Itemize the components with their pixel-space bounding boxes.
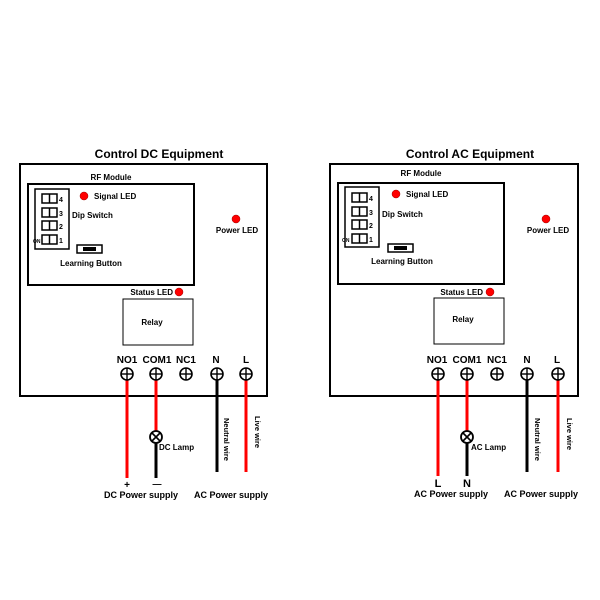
learning-button[interactable] [387, 243, 414, 253]
panel-title: Control AC Equipment [406, 147, 534, 161]
terminal-screw-no1[interactable] [120, 367, 134, 381]
terminal-screw-n[interactable] [210, 367, 224, 381]
terminal-screw-l[interactable] [551, 367, 565, 381]
terminal-label-n: N [523, 355, 530, 366]
dip-number-2: 2 [59, 224, 63, 231]
dip-switch-label: Dip Switch [72, 211, 113, 220]
dip-switch-4[interactable] [41, 193, 58, 204]
rf-module-label: RF Module [91, 173, 132, 182]
dip-switch-label: Dip Switch [382, 210, 423, 219]
terminal-screw-l[interactable] [239, 367, 253, 381]
dip-switch-1[interactable] [41, 234, 58, 245]
power-led-icon [231, 214, 241, 224]
terminal-label-nc1: NC1 [176, 355, 196, 366]
terminal-screw-nc1[interactable] [179, 367, 193, 381]
lamp-icon [460, 430, 474, 444]
wire-end-label-2: — [153, 479, 162, 489]
lamp-label: DC Lamp [159, 443, 194, 452]
dip-on-label: ON [33, 239, 41, 245]
dip-switch-frame [344, 186, 380, 248]
terminal-screw-com1[interactable] [149, 367, 163, 381]
power-led-label: Power LED [527, 226, 569, 235]
wire-end-label-1: L [435, 478, 442, 490]
dip-number-2: 2 [369, 223, 373, 230]
panel-title: Control DC Equipment [95, 147, 224, 161]
dip-switch-1[interactable] [351, 233, 368, 244]
learning-button-label: Learning Button [371, 257, 433, 266]
relay-label: Relay [141, 318, 163, 327]
terminal-label-l: L [554, 355, 560, 366]
terminal-screw-no1[interactable] [431, 367, 445, 381]
status-led-label: Status LED [440, 288, 483, 297]
terminal-label-no1: NO1 [427, 355, 448, 366]
dip-switch-2[interactable] [41, 220, 58, 231]
rf-module-box [27, 183, 195, 286]
lamp-icon [149, 430, 163, 444]
dip-on-label: ON [342, 238, 350, 244]
wire-end-label-1: + [124, 480, 130, 491]
dip-switch-2[interactable] [351, 219, 368, 230]
signal-led-icon [79, 191, 89, 201]
right-supply-label: AC Power supply [194, 490, 268, 500]
learning-button[interactable] [76, 244, 103, 254]
status-led-icon [485, 287, 495, 297]
dip-number-1: 1 [59, 238, 63, 245]
relay-label: Relay [452, 315, 474, 324]
dip-switch-4[interactable] [351, 192, 368, 203]
panel-ac: Control AC Equipment RF Module 4 3 2 1 O… [329, 147, 579, 499]
signal-led-icon [391, 189, 401, 199]
dip-switch-frame [34, 188, 70, 250]
dip-number-4: 4 [59, 197, 63, 204]
terminal-screw-n[interactable] [520, 367, 534, 381]
rf-module-label: RF Module [401, 169, 442, 178]
power-led-label: Power LED [216, 226, 258, 235]
dip-number-3: 3 [59, 211, 63, 218]
terminal-screw-com1[interactable] [460, 367, 474, 381]
dip-number-1: 1 [369, 237, 373, 244]
dip-switch-3[interactable] [41, 207, 58, 218]
dip-number-3: 3 [369, 210, 373, 217]
dip-number-4: 4 [369, 196, 373, 203]
rf-module-box [337, 182, 505, 285]
neutral-wire-label: Neutral wire [533, 418, 542, 461]
learning-button-label: Learning Button [60, 259, 122, 268]
terminal-label-com1: COM1 [453, 355, 482, 366]
status-led-icon [174, 287, 184, 297]
terminal-label-nc1: NC1 [487, 355, 507, 366]
dip-switch-3[interactable] [351, 206, 368, 217]
status-led-label: Status LED [130, 288, 173, 297]
lamp-label: AC Lamp [471, 443, 506, 452]
left-supply-label: AC Power supply [414, 489, 488, 499]
panel-dc: Control DC Equipment RF Module 4 3 2 1 O… [19, 147, 268, 500]
relay-box [122, 298, 194, 346]
terminal-label-n: N [212, 355, 219, 366]
terminal-screw-nc1[interactable] [490, 367, 504, 381]
power-led-icon [541, 214, 551, 224]
terminal-label-no1: NO1 [117, 355, 138, 366]
controller-box [19, 163, 268, 397]
live-wire-label: Live wire [253, 416, 262, 448]
left-supply-label: DC Power supply [104, 490, 178, 500]
terminal-label-l: L [243, 355, 249, 366]
controller-box [329, 163, 579, 397]
signal-led-label: Signal LED [406, 190, 448, 199]
live-wire-label: Live wire [565, 418, 574, 450]
right-supply-label: AC Power supply [504, 489, 578, 499]
relay-box [433, 297, 505, 345]
signal-led-label: Signal LED [94, 192, 136, 201]
terminal-label-com1: COM1 [143, 355, 172, 366]
wire-end-label-2: N [463, 478, 471, 490]
neutral-wire-label: Neutral wire [222, 418, 231, 461]
